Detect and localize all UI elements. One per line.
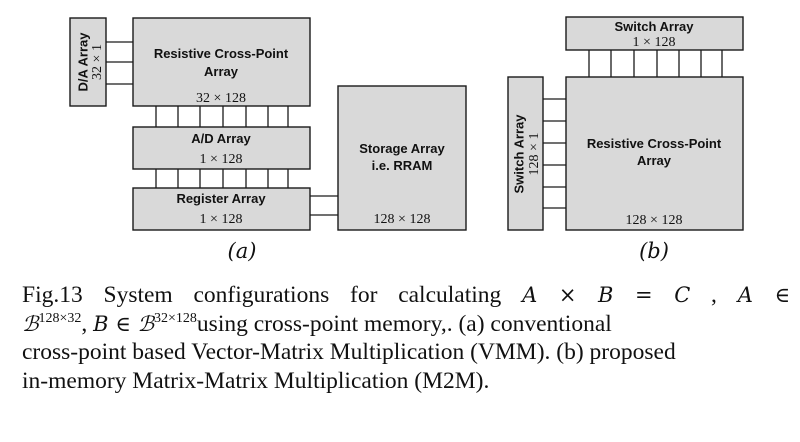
- register-to-storage-wires: [310, 195, 338, 216]
- caption-equation-3: B ∈ ℬ: [93, 311, 155, 336]
- caption-line-1: Fig.13 System configurations for calcula…: [22, 281, 790, 310]
- da-to-array-wires: [106, 41, 133, 85]
- storage-array-label-1: Storage Array: [359, 141, 445, 156]
- register-array-label: Register Array: [176, 191, 266, 206]
- caption-equation-2: A ∈: [737, 283, 790, 307]
- register-array-dim: 1 × 128: [200, 212, 243, 227]
- diagram-b: Switch Array 1 × 128 Switch Array 128 × …: [507, 16, 744, 263]
- left-switch-array-dim: 128 × 1: [527, 133, 542, 176]
- top-switch-array-dim: 1 × 128: [633, 35, 676, 50]
- top-switch-wires: [588, 50, 723, 77]
- caption-line-3: cross-point based Vector-Matrix Multipli…: [22, 339, 676, 365]
- ad-array-block: [132, 126, 311, 170]
- subfigure-a-label: (a): [228, 239, 257, 263]
- top-switch-array-block: [565, 16, 744, 51]
- da-array-dim: 32 × 1: [90, 44, 105, 80]
- left-switch-array-label: Switch Array: [511, 114, 526, 194]
- storage-array-dim: 128 × 128: [374, 212, 431, 227]
- storage-array-block: [337, 85, 467, 231]
- caption-fig-prefix: Fig.13 System configurations for calcula…: [22, 282, 502, 308]
- resistive-array-b-label-2: Array: [637, 153, 672, 168]
- resistive-array-b-label-1: Resistive Cross-Point: [587, 136, 722, 151]
- resistive-array-b-dim: 128 × 128: [626, 213, 683, 228]
- system-configuration-diagram: D/A Array 32 × 1 Resistive Cross-Point A…: [69, 16, 744, 263]
- figure-caption: Fig.13 System configurations for calcula…: [22, 281, 790, 395]
- register-array-block: [132, 187, 311, 231]
- caption-line-2: ℬ128×32, B ∈ ℬ32×128using cross-point me…: [22, 310, 790, 339]
- resistive-array-a-dim: 32 × 128: [196, 91, 246, 106]
- caption-sup-2: 32×128: [154, 310, 197, 326]
- caption-line-4: in-memory Matrix-Matrix Multiplication (…: [22, 367, 490, 394]
- array-to-ad-wires: [155, 106, 289, 127]
- caption-separator: ,: [711, 282, 717, 308]
- da-array-block: [69, 17, 107, 107]
- caption-equation-1: A × B = C: [522, 283, 691, 307]
- caption-line-2-rest: using cross-point memory,. (a) conventio…: [196, 310, 612, 337]
- ad-to-register-wires: [155, 169, 289, 188]
- resistive-array-b-block: [565, 76, 744, 231]
- caption-sup-1: 128×32: [38, 310, 82, 326]
- left-switch-array-block: [507, 76, 544, 231]
- resistive-array-a-label-1: Resistive Cross-Point: [154, 46, 289, 61]
- left-switch-wires: [543, 98, 566, 209]
- da-array-label: D/A Array: [75, 32, 90, 92]
- subfigure-b-label: (b): [639, 239, 669, 263]
- storage-array-label-2: i.e. RRAM: [372, 158, 433, 173]
- top-switch-array-label: Switch Array: [615, 19, 695, 34]
- caption-comma: ,: [81, 310, 88, 337]
- ad-array-dim: 1 × 128: [200, 152, 243, 167]
- diagram-a: D/A Array 32 × 1 Resistive Cross-Point A…: [69, 17, 467, 263]
- resistive-array-a-label-2: Array: [204, 64, 239, 79]
- resistive-array-a-block: [132, 17, 311, 107]
- ad-array-label: A/D Array: [191, 131, 251, 146]
- caption-set-1: ℬ: [22, 311, 39, 336]
